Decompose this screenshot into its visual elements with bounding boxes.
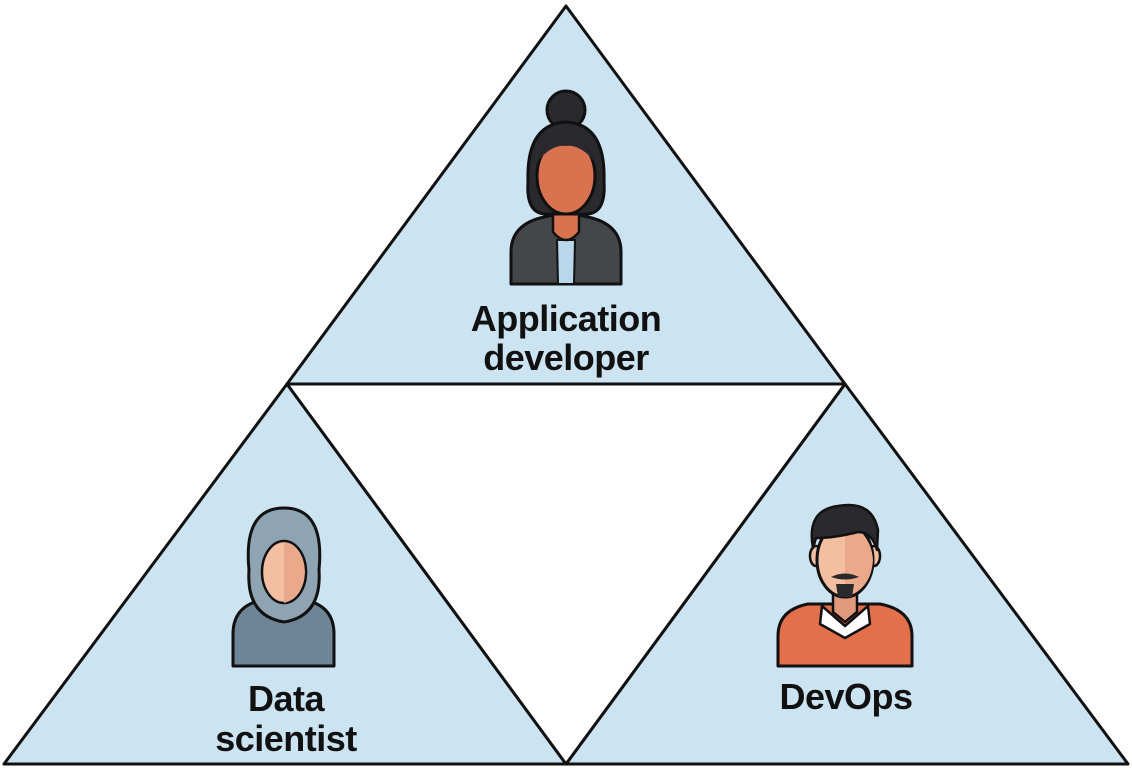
label-data-scientist-line-1: Data <box>248 678 326 719</box>
label-application-developer-line-1: Application <box>471 298 662 339</box>
center-inverted-triangle <box>285 382 847 766</box>
label-application-developer-line-2: developer <box>483 337 649 378</box>
label-data-scientist-line-2: scientist <box>215 718 357 759</box>
woman-in-hijab-icon <box>231 506 336 668</box>
label-devops: DevOps <box>779 676 912 717</box>
woman-with-bun-icon <box>509 89 623 286</box>
man-with-beard-icon <box>776 503 914 668</box>
